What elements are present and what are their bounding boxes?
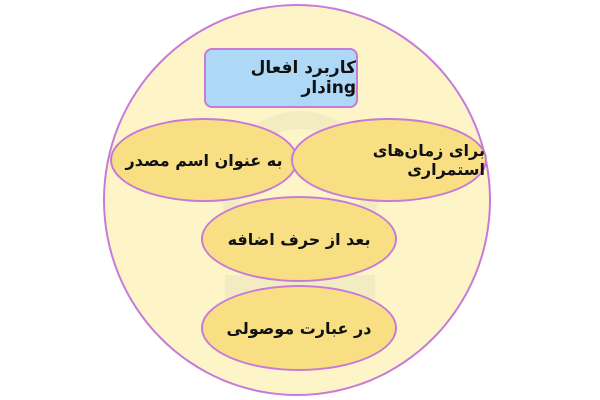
usage-item-relative-clause: در عبارت موصولی: [201, 285, 397, 371]
usage-item-continuous: برای زمان‌های استمراری: [291, 118, 487, 202]
usage-item-after-preposition: بعد از حرف اضافه: [201, 196, 397, 282]
diagram-title: کاربرد افعال ingدار: [204, 48, 358, 108]
usage-item-noun: به عنوان اسم مصدر: [110, 118, 298, 202]
